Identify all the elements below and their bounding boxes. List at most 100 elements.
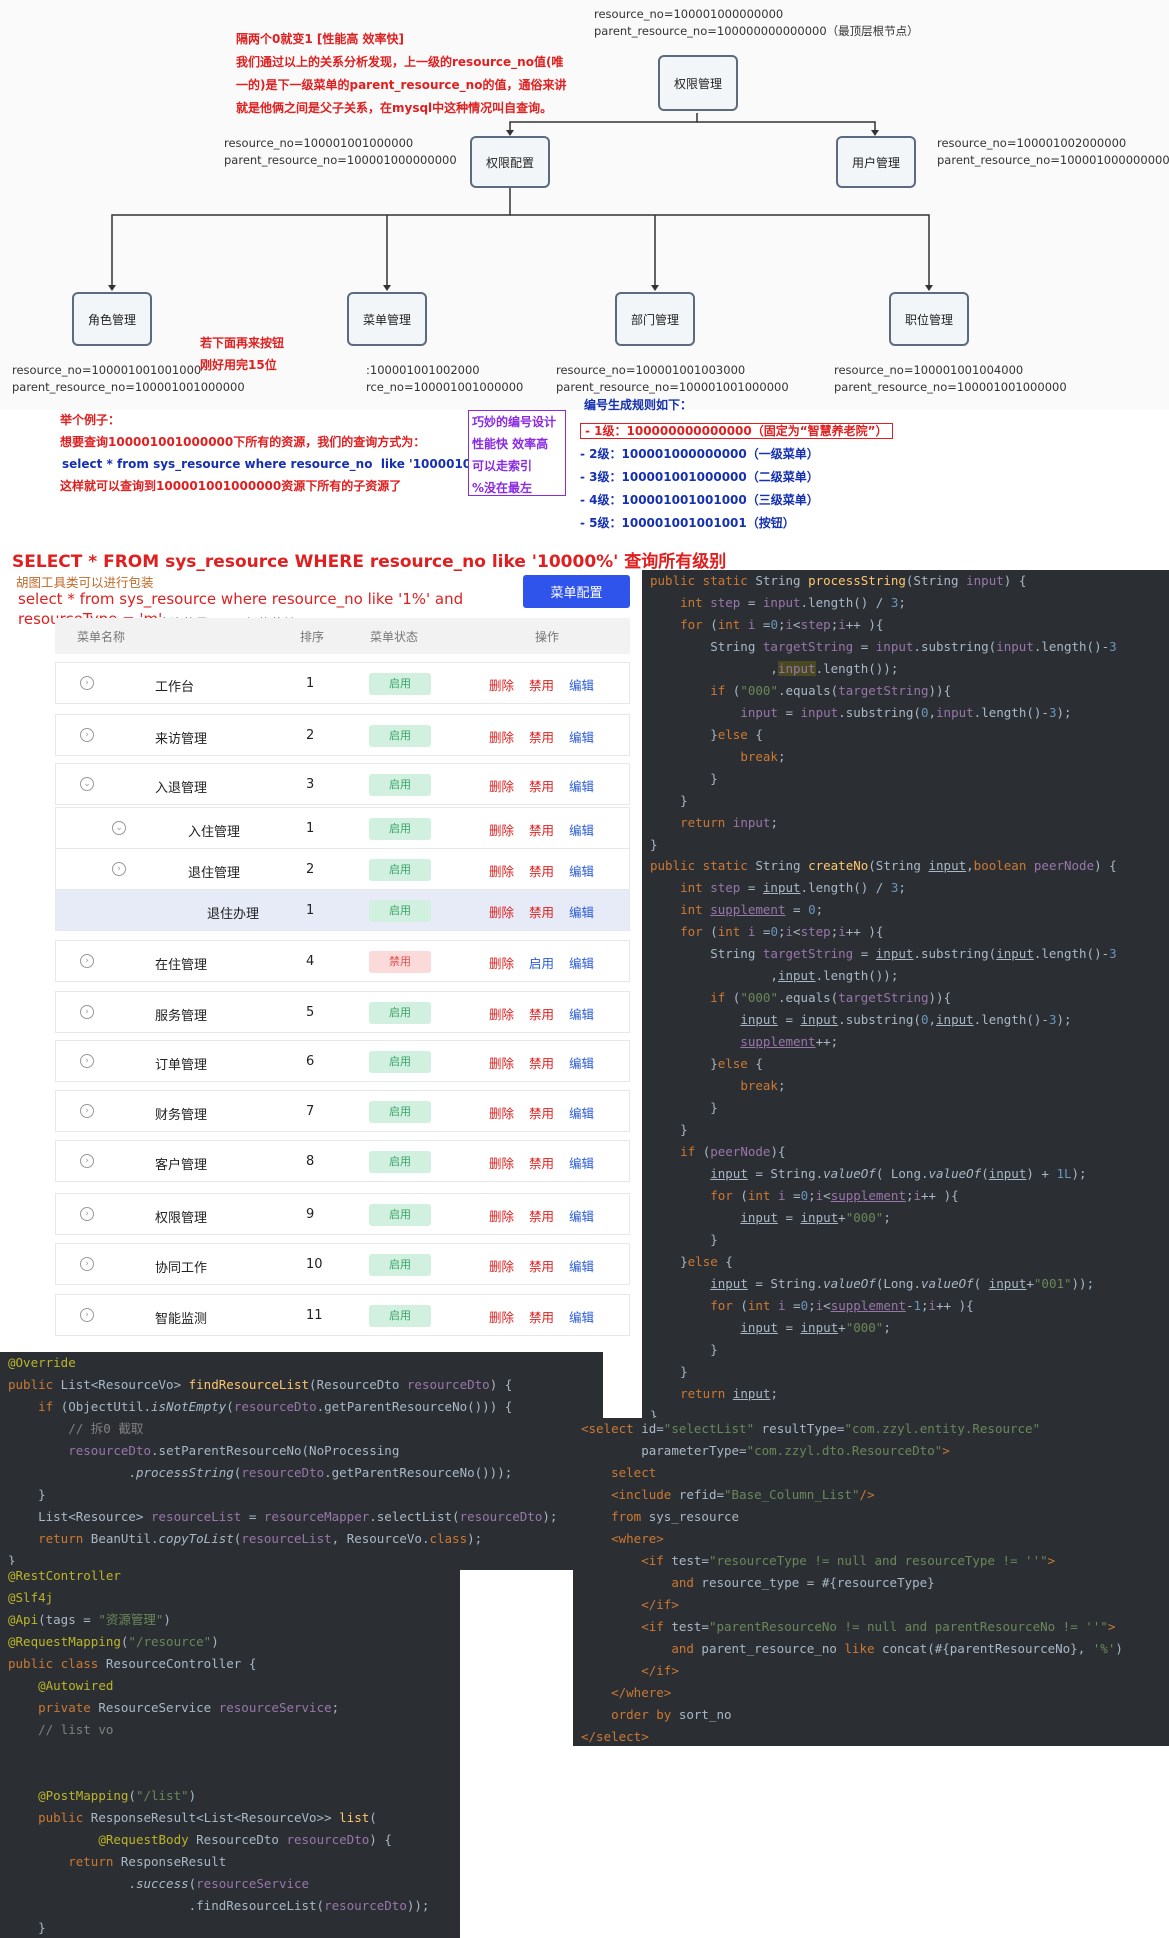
row-sort: 1	[306, 676, 315, 691]
row-name: 在住管理	[155, 958, 208, 973]
delete-link[interactable]: 删除	[489, 1106, 515, 1121]
toggle-link[interactable]: 禁用	[529, 1007, 555, 1022]
edit-link[interactable]: 编辑	[569, 905, 595, 920]
chevron-right-icon[interactable]: ›	[80, 1154, 94, 1168]
toggle-link[interactable]: 禁用	[529, 779, 555, 794]
delete-link[interactable]: 删除	[489, 1310, 515, 1325]
node-label: 职位管理	[904, 312, 953, 327]
edit-link[interactable]: 编辑	[569, 823, 595, 838]
status-badge: 启用	[369, 859, 431, 881]
chevron-right-icon[interactable]: ›	[80, 1005, 94, 1019]
menu-table-panel: 胡图工具类可以进行包装 select * from sys_resource w…	[10, 548, 630, 1338]
toggle-link[interactable]: 禁用	[529, 1310, 555, 1325]
toggle-link[interactable]: 禁用	[529, 905, 555, 920]
edit-link[interactable]: 编辑	[569, 1007, 595, 1022]
node-menu-mgmt: 菜单管理	[347, 292, 427, 346]
left-note: resource_no=100001001000000 parent_resou…	[224, 136, 457, 167]
row-name: 退住办理	[207, 907, 260, 922]
delete-link[interactable]: 删除	[489, 864, 515, 879]
status-badge: 启用	[369, 818, 431, 840]
delete-link[interactable]: 删除	[489, 678, 515, 693]
edit-link[interactable]: 编辑	[569, 1106, 595, 1121]
node-permission-config: 权限配置	[470, 136, 550, 188]
edit-link[interactable]: 编辑	[569, 956, 595, 971]
delete-link[interactable]: 删除	[489, 1209, 515, 1224]
delete-link[interactable]: 删除	[489, 956, 515, 971]
node-dept-mgmt: 部门管理	[615, 292, 695, 346]
toggle-link[interactable]: 禁用	[529, 864, 555, 879]
edit-link[interactable]: 编辑	[569, 678, 595, 693]
chevron-down-icon[interactable]: ⌄	[112, 821, 126, 835]
rules-list: - 1级：100000000000000（固定为“智慧养老院”） - 2级：10…	[580, 420, 893, 535]
edit-link[interactable]: 编辑	[569, 864, 595, 879]
status-badge: 启用	[369, 673, 431, 695]
example-title: 举个例子：	[60, 413, 121, 427]
chevron-right-icon[interactable]: ›	[80, 676, 94, 690]
chevron-right-icon[interactable]: ›	[80, 728, 94, 742]
code-resource-controller: @RestController @Slf4j @Api(tags = "资源管理…	[0, 1565, 460, 1938]
chevron-down-icon[interactable]: ⌄	[80, 777, 94, 791]
toggle-link[interactable]: 启用	[529, 956, 555, 971]
chevron-right-icon[interactable]: ›	[80, 1207, 94, 1221]
example-line-1: 想要查询100001001000000下所有的资源，我们的查询方式为：	[60, 435, 426, 449]
delete-link[interactable]: 删除	[489, 1156, 515, 1171]
chevron-right-icon[interactable]: ›	[80, 954, 94, 968]
row-name: 服务管理	[155, 1009, 208, 1024]
edit-link[interactable]: 编辑	[569, 1209, 595, 1224]
table-row[interactable]: › 工作台 1 启用 删除禁用编辑	[55, 662, 630, 704]
node-user-mgmt: 用户管理	[836, 136, 916, 188]
toggle-link[interactable]: 禁用	[529, 823, 555, 838]
rule-text: - 1级：100000000000000（固定为“智慧养老院”）	[580, 423, 893, 439]
toggle-link[interactable]: 禁用	[529, 730, 555, 745]
toggle-link[interactable]: 禁用	[529, 1156, 555, 1171]
delete-link[interactable]: 删除	[489, 1007, 515, 1022]
status-badge: 禁用	[369, 951, 431, 973]
edit-link[interactable]: 编辑	[569, 1259, 595, 1274]
chevron-right-icon[interactable]: ›	[112, 862, 126, 876]
leaf-note-role: resource_no=100001001001000 parent_resou…	[12, 363, 245, 394]
delete-link[interactable]: 删除	[489, 905, 515, 920]
edit-link[interactable]: 编辑	[569, 730, 595, 745]
row-name: 客户管理	[155, 1158, 208, 1173]
status-badge: 启用	[369, 1254, 431, 1276]
toggle-link[interactable]: 禁用	[529, 1056, 555, 1071]
chevron-right-icon[interactable]: ›	[80, 1308, 94, 1322]
chevron-right-icon[interactable]: ›	[80, 1054, 94, 1068]
edit-link[interactable]: 编辑	[569, 1056, 595, 1071]
delete-link[interactable]: 删除	[489, 823, 515, 838]
delete-link[interactable]: 删除	[489, 1259, 515, 1274]
edit-link[interactable]: 编辑	[569, 1156, 595, 1171]
row-sort: 2	[306, 728, 315, 743]
chevron-right-icon[interactable]: ›	[80, 1257, 94, 1271]
row-name: 工作台	[155, 680, 195, 695]
delete-link[interactable]: 删除	[489, 1056, 515, 1071]
delete-link[interactable]: 删除	[489, 779, 515, 794]
edit-link[interactable]: 编辑	[569, 1310, 595, 1325]
toggle-link[interactable]: 禁用	[529, 1259, 555, 1274]
row-sort: 6	[306, 1054, 315, 1069]
toggle-link[interactable]: 禁用	[529, 678, 555, 693]
toggle-link[interactable]: 禁用	[529, 1106, 555, 1121]
toggle-link[interactable]: 禁用	[529, 1209, 555, 1224]
delete-link[interactable]: 删除	[489, 730, 515, 745]
chevron-right-icon[interactable]: ›	[80, 1104, 94, 1118]
rules-title: 编号生成规则如下：	[584, 398, 693, 412]
status-badge: 启用	[369, 1051, 431, 1073]
row-name: 来访管理	[155, 732, 208, 747]
row-sort: 1	[306, 903, 315, 918]
menu-config-button[interactable]: 菜单配置	[523, 575, 630, 608]
edit-link[interactable]: 编辑	[569, 779, 595, 794]
